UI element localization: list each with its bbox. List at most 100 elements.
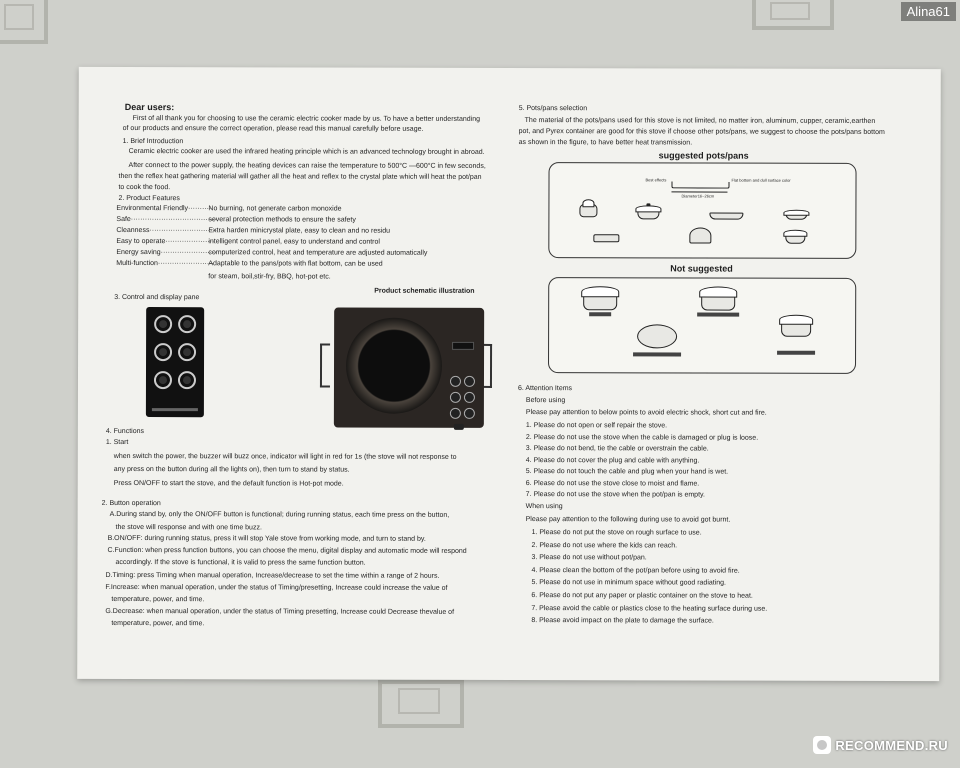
features-continued: for steam, boil,stir-fry, BBQ, hot-pot e… — [208, 273, 331, 281]
stove-button-icon — [463, 407, 475, 419]
left-column: Dear users: First of all thank you for c… — [102, 67, 507, 680]
list-item: 7. Please do not use the stove when the … — [525, 491, 705, 499]
brief-line: then the reflex heat gathering material … — [118, 172, 482, 181]
stove-display — [452, 341, 475, 350]
pot-on-stand-icon — [779, 314, 814, 337]
button-line: the stove will response and with one tim… — [115, 523, 262, 532]
list-item: 1. Please do not put the stove on rough … — [531, 529, 702, 537]
hob-plate — [345, 317, 443, 414]
best-effects-label: Best effects — [645, 177, 667, 183]
list-item: 5. Please do not touch the cable and plu… — [525, 468, 729, 476]
knob-icon — [154, 343, 173, 362]
kettle-icon — [579, 199, 598, 218]
list-item: 4. Please clean the bottom of the pot/pa… — [531, 566, 740, 575]
not-suggested-pots-box — [548, 277, 857, 374]
intro-line: of our products and ensure the correct o… — [122, 124, 424, 133]
round-bottom-wok-icon — [637, 322, 678, 349]
watermark-text: RECOMMEND.RU — [835, 737, 948, 753]
wok-plate — [633, 352, 682, 357]
cloth-pattern — [752, 0, 834, 30]
flat-bottom-label: Flat bottom and dull surface color — [731, 177, 791, 183]
cloth-pattern — [378, 680, 464, 728]
brief-line: After connect to the power supply, the h… — [128, 162, 486, 170]
button-line: G.Decrease: when manual operation, under… — [105, 607, 455, 616]
start-title: 1. Start — [105, 438, 129, 447]
attention-title: 6. Attention Items — [517, 385, 573, 393]
brief-line: Ceramic electric cooker are used the inf… — [128, 148, 485, 156]
stand-plate — [777, 350, 816, 355]
suggested-pots-box: Best effects Flat bottom and dull surfac… — [548, 162, 857, 259]
feature-value: Adaptable to the pans/pots with flat bot… — [208, 260, 383, 268]
stove-button-icon — [463, 391, 475, 403]
greeting: Dear users: — [124, 101, 175, 113]
schematic-title: Product schematic illustration — [374, 287, 475, 295]
feature-value: computerized control, heat and temperatu… — [208, 249, 428, 257]
stove-button-icon — [449, 407, 461, 419]
before-intro: Please pay attention to below points to … — [525, 409, 767, 417]
list-item: 6. Please do not use the stove close to … — [525, 479, 700, 487]
features-list: Environmental Friendly··········No burni… — [107, 67, 507, 268]
user-badge: Alina61 — [900, 2, 956, 21]
feature-key: Cleanness····························· — [116, 226, 218, 235]
before-list: 1. Please do not open or self repair the… — [511, 68, 927, 498]
control-panel-image — [145, 307, 205, 418]
diameter-label: Diameter16~26cm — [681, 193, 715, 199]
feature-value: No burning, not generate carbon monoxide — [208, 205, 342, 213]
cloth-pattern — [4, 4, 34, 30]
cloth-pattern — [398, 688, 440, 714]
button-line: F.Increase: when manual operation, under… — [105, 583, 448, 592]
stove-button-icon — [449, 391, 461, 403]
control-title: 3. Control and display pane — [114, 293, 200, 302]
feature-key: Safe····································… — [116, 215, 218, 224]
pots-line: The material of the pots/pans used for t… — [524, 117, 876, 125]
button-line: A.During stand by, only the ON/OFF butto… — [109, 510, 450, 519]
feature-value: several protection methods to ensure the… — [208, 216, 356, 224]
pan-profile — [671, 181, 730, 189]
small-pot-icon — [783, 229, 808, 244]
brief-title: 1. Brief Introduction — [122, 137, 184, 146]
suggested-title: suggested pots/pans — [658, 150, 749, 161]
cloth-pattern — [770, 2, 810, 20]
right-column: 5. Pots/pans selection The material of t… — [509, 68, 927, 681]
knob-icon — [153, 371, 173, 390]
small-plate — [589, 312, 612, 317]
button-line: C.Function: when press function buttons,… — [107, 546, 467, 555]
pot-on-small-plate-icon — [581, 286, 620, 311]
roasting-pan-icon — [593, 234, 620, 243]
cloth-pattern — [0, 0, 48, 44]
feature-value: Extra harden minicrystal plate, easy to … — [208, 227, 391, 235]
stove-knob — [453, 423, 464, 430]
frying-pan-icon — [709, 212, 744, 220]
button-line: temperature, power, and time. — [111, 619, 205, 628]
list-item: 7. Please avoid the cable or plastics cl… — [531, 604, 768, 613]
list-item: 2. Please do not use the stove when the … — [525, 433, 759, 442]
saucepan-icon — [783, 209, 810, 220]
manual-sheet: Dear users: First of all thank you for c… — [77, 66, 941, 682]
features-title: 2. Product Features — [118, 194, 180, 203]
start-line: Press ON/OFF to start the stove, and the… — [113, 479, 344, 488]
list-item: 3. Please do not bend, tie the cable or … — [525, 445, 709, 453]
button-line: B.ON/OFF: during running status, press i… — [107, 534, 426, 543]
control-panel-strip — [151, 408, 198, 412]
before-title: Before using — [525, 397, 566, 405]
knob-icon — [154, 315, 173, 334]
start-line: when switch the power, the buzzer will b… — [113, 452, 457, 461]
feature-key: Energy saving························ — [116, 248, 217, 257]
stove-button-icon — [449, 375, 461, 387]
button-line: D.Timing: press Timing when manual opera… — [105, 571, 440, 580]
clay-pot-icon — [689, 227, 712, 244]
stock-pot-icon — [635, 203, 662, 220]
feature-value: intelligent control panel, easy to under… — [208, 238, 380, 246]
list-item: 3. Please do not use without pot/pan. — [531, 554, 647, 562]
button-line: accordingly. If the stove is functional,… — [115, 558, 366, 567]
stove-button-icon — [463, 375, 475, 387]
recommend-logo-icon — [813, 736, 832, 754]
list-item: 1. Please do not open or self repair the… — [525, 422, 668, 430]
wide-plate — [697, 312, 740, 317]
feature-key: Easy to operate····················· — [116, 237, 215, 246]
pot-on-wide-plate-icon — [699, 286, 738, 311]
pots-line: as shown in the figure, to have better h… — [518, 139, 693, 147]
watermark: RECOMMEND.RU — [813, 736, 948, 754]
stove-handle-left — [319, 343, 331, 388]
pots-line: pot, and Pyrex container are good for th… — [518, 128, 885, 136]
